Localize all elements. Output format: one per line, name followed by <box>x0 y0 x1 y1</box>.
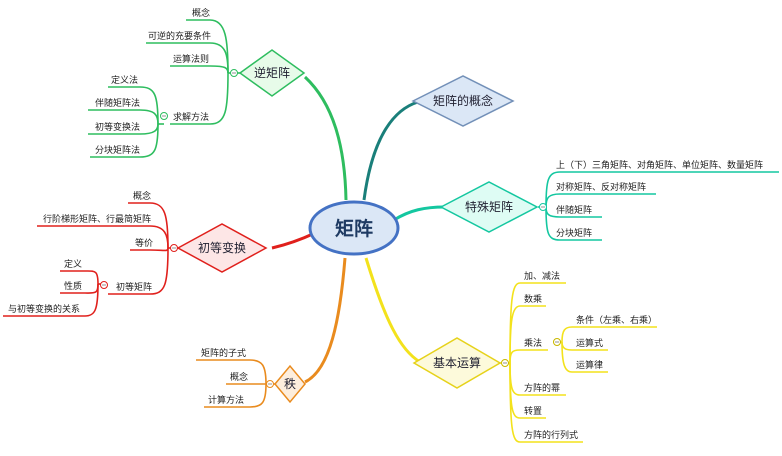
solve-item-definition[interactable]: 定义法 <box>111 74 138 86</box>
mult-item-laws[interactable]: 运算律 <box>576 359 603 371</box>
rank-item-concept[interactable]: 概念 <box>230 371 248 383</box>
special-item-symmetric[interactable]: 对称矩阵、反对称矩阵 <box>556 181 646 193</box>
solve-item-elementary[interactable]: 初等变换法 <box>95 121 140 133</box>
mult-item-condition[interactable]: 条件（左乘、右乘） <box>576 314 657 326</box>
mult-item-formula[interactable]: 运算式 <box>576 337 603 349</box>
node-concept[interactable]: 矩阵的概念 <box>411 75 515 127</box>
elementary-item-matrix[interactable]: 初等矩阵 <box>116 281 152 293</box>
basic-item-transpose[interactable]: 转置 <box>524 405 542 417</box>
node-inverse[interactable]: 逆矩阵 <box>238 49 306 97</box>
elementary-item-equivalence[interactable]: 等价 <box>135 237 153 249</box>
inverse-item-solve[interactable]: 求解方法 <box>173 111 209 123</box>
elementary-item-concept[interactable]: 概念 <box>133 190 151 202</box>
solve-item-block[interactable]: 分块矩阵法 <box>95 144 140 156</box>
basic-item-scalar[interactable]: 数乘 <box>524 293 542 305</box>
node-basic[interactable]: 基本运算 <box>412 337 502 389</box>
connector-concept <box>362 100 419 201</box>
node-basic-label: 基本运算 <box>433 355 481 370</box>
special-item-adjoint[interactable]: 伴随矩阵 <box>556 204 592 216</box>
elem-matrix-item-property[interactable]: 性质 <box>64 280 82 292</box>
inverse-item-condition[interactable]: 可逆的充要条件 <box>148 30 211 42</box>
basic-item-determinant[interactable]: 方阵的行列式 <box>524 429 578 441</box>
node-special[interactable]: 特殊矩阵 <box>439 181 539 233</box>
rank-item-minor[interactable]: 矩阵的子式 <box>201 347 246 359</box>
rank-item-method[interactable]: 计算方法 <box>208 394 244 406</box>
connector-elementary <box>271 231 316 250</box>
connector-inverse <box>303 75 348 201</box>
center-node[interactable]: 矩阵 <box>308 200 400 256</box>
special-item-triangular[interactable]: 上（下）三角矩阵、对角矩阵、单位矩阵、数量矩阵 <box>556 159 763 171</box>
inverse-item-rules[interactable]: 运算法则 <box>173 53 209 65</box>
inverse-item-concept[interactable]: 概念 <box>192 7 210 19</box>
connector-special <box>393 205 446 222</box>
elem-matrix-item-relation[interactable]: 与初等变换的关系 <box>8 303 80 315</box>
special-item-block[interactable]: 分块矩阵 <box>556 227 592 239</box>
node-rank-label: 秩 <box>284 377 296 391</box>
basic-item-power[interactable]: 方阵的幂 <box>524 382 560 394</box>
basic-item-mult[interactable]: 乘法 <box>524 337 542 349</box>
basic-item-addsub[interactable]: 加、减法 <box>524 270 560 282</box>
node-elementary-label: 初等变换 <box>198 240 246 255</box>
connector-rank <box>304 257 347 384</box>
node-concept-label: 矩阵的概念 <box>433 93 493 108</box>
toggle-minus-marks <box>102 72 559 385</box>
elem-matrix-item-definition[interactable]: 定义 <box>64 258 82 270</box>
inverse-links <box>88 19 240 158</box>
node-rank[interactable]: 秩 <box>274 364 306 404</box>
solve-item-adjoint[interactable]: 伴随矩阵法 <box>95 97 140 109</box>
connector-basic <box>364 257 421 364</box>
center-label: 矩阵 <box>335 217 373 240</box>
node-inverse-label: 逆矩阵 <box>254 65 290 80</box>
node-special-label: 特殊矩阵 <box>465 199 513 214</box>
elementary-item-echelon[interactable]: 行阶梯形矩阵、行最简矩阵 <box>43 213 151 225</box>
node-elementary[interactable]: 初等变换 <box>176 223 268 273</box>
